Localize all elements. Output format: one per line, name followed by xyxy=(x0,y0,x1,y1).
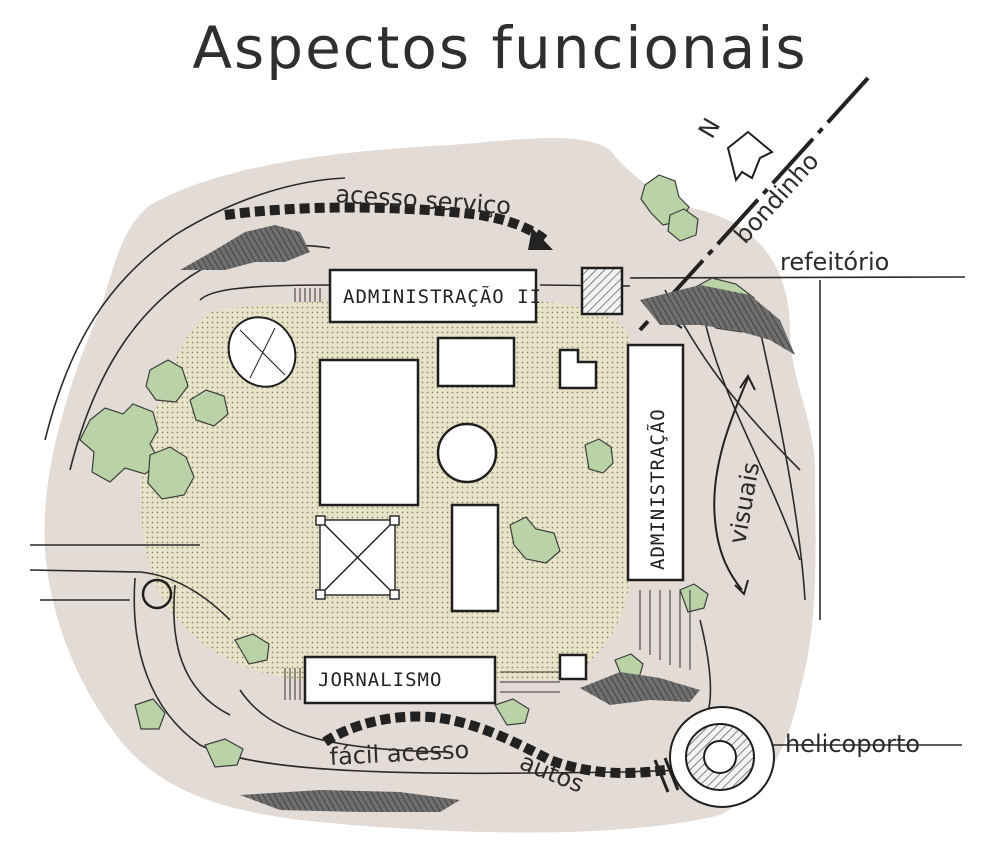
small-box xyxy=(558,653,588,681)
facil-acesso-arrow xyxy=(322,711,680,793)
building-block-c xyxy=(558,348,598,390)
helipad xyxy=(669,706,775,808)
label-administracao: ADMINISTRAÇÃO xyxy=(646,408,669,570)
label-north: N xyxy=(693,113,726,143)
tree-shadows xyxy=(180,225,795,812)
perimeter-roads xyxy=(29,177,966,775)
label-helicoporto: helicoporto xyxy=(785,730,920,758)
building-administracao xyxy=(626,343,685,582)
label-administracao-ii: ADMINISTRAÇÃO II xyxy=(343,285,542,308)
stairs xyxy=(284,288,691,700)
satellite-dish xyxy=(227,316,297,388)
label-jornalismo: JORNALISMO xyxy=(318,669,442,691)
building-administracao-ii xyxy=(328,268,538,324)
north-arrow-icon xyxy=(726,130,774,183)
buildings xyxy=(303,266,685,705)
building-block-a xyxy=(318,358,420,507)
trees xyxy=(79,174,761,768)
round-plaza-element xyxy=(436,422,498,484)
label-refeitorio: refeitório xyxy=(780,248,889,276)
building-block-b xyxy=(436,336,516,388)
annex-hatched xyxy=(580,266,624,316)
open-structure xyxy=(315,515,400,600)
bondinho-cable xyxy=(638,76,870,332)
visuais-arrow xyxy=(713,374,756,596)
building-jornalismo xyxy=(303,655,497,705)
building-block-d xyxy=(450,503,500,613)
diagram-title: Aspectos funcionais xyxy=(192,14,808,82)
acesso-servico-arrow xyxy=(224,202,553,250)
roundabout-small xyxy=(141,578,173,610)
